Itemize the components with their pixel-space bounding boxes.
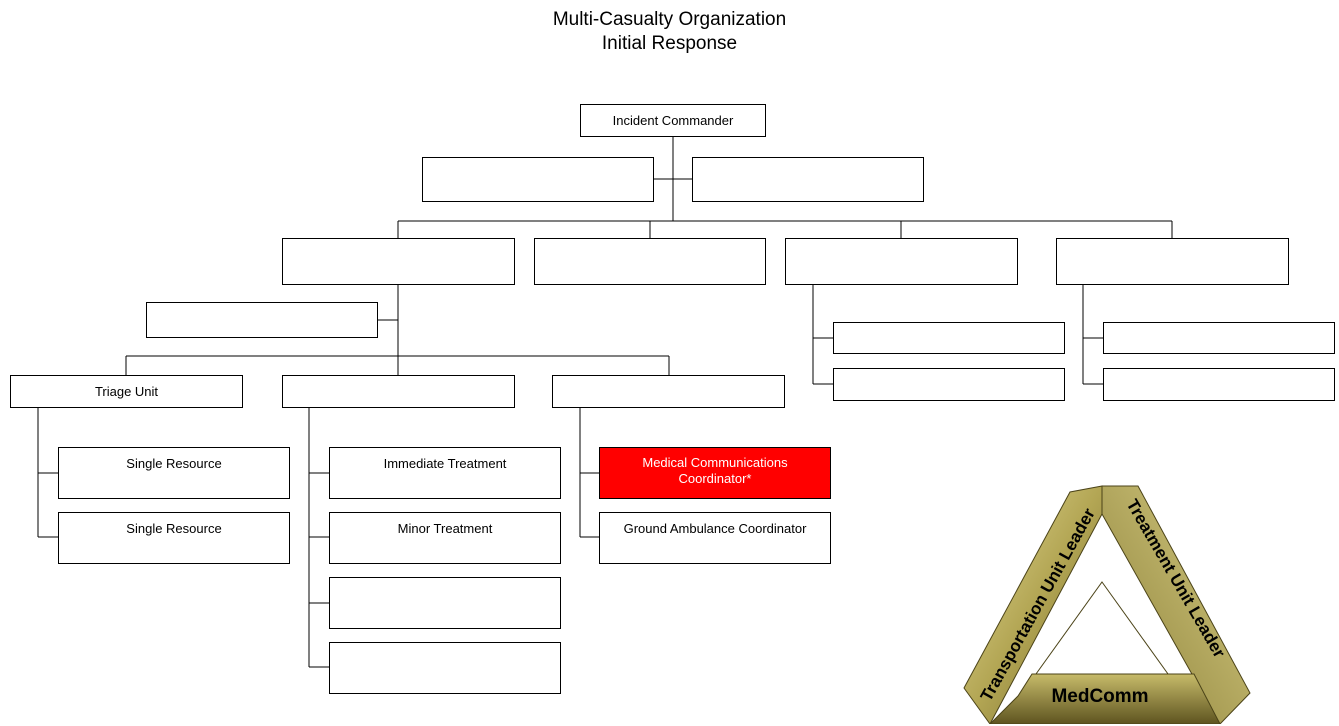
empty-box [552, 375, 785, 408]
incident-commander-box: Incident Commander [580, 104, 766, 137]
empty-box [1103, 322, 1335, 354]
medcomm-logo: Transportation Unit Leader Treatment Uni… [963, 485, 1251, 724]
empty-box [692, 157, 924, 202]
empty-box [282, 375, 515, 408]
logo-center-text: MedComm [1051, 686, 1148, 707]
empty-box [282, 238, 515, 285]
empty-box [146, 302, 378, 338]
empty-box [833, 322, 1065, 354]
single-resource-box: Single Resource [58, 447, 290, 499]
empty-box [1056, 238, 1289, 285]
immediate-treatment-box: Immediate Treatment [329, 447, 561, 499]
empty-box [833, 368, 1065, 401]
triage-unit-box: Triage Unit [10, 375, 243, 408]
medical-communications-coordinator-box: Medical Communications Coordinator* [599, 447, 831, 499]
ground-ambulance-coordinator-box: Ground Ambulance Coordinator [599, 512, 831, 564]
single-resource-box: Single Resource [58, 512, 290, 564]
minor-treatment-box: Minor Treatment [329, 512, 561, 564]
empty-box [785, 238, 1018, 285]
chart-title: Multi-Casualty Organization [552, 9, 787, 30]
empty-box [329, 642, 561, 694]
empty-box [534, 238, 766, 285]
chart-subtitle: Initial Response [601, 33, 738, 54]
empty-box [1103, 368, 1335, 401]
empty-box [422, 157, 654, 202]
empty-box [329, 577, 561, 629]
